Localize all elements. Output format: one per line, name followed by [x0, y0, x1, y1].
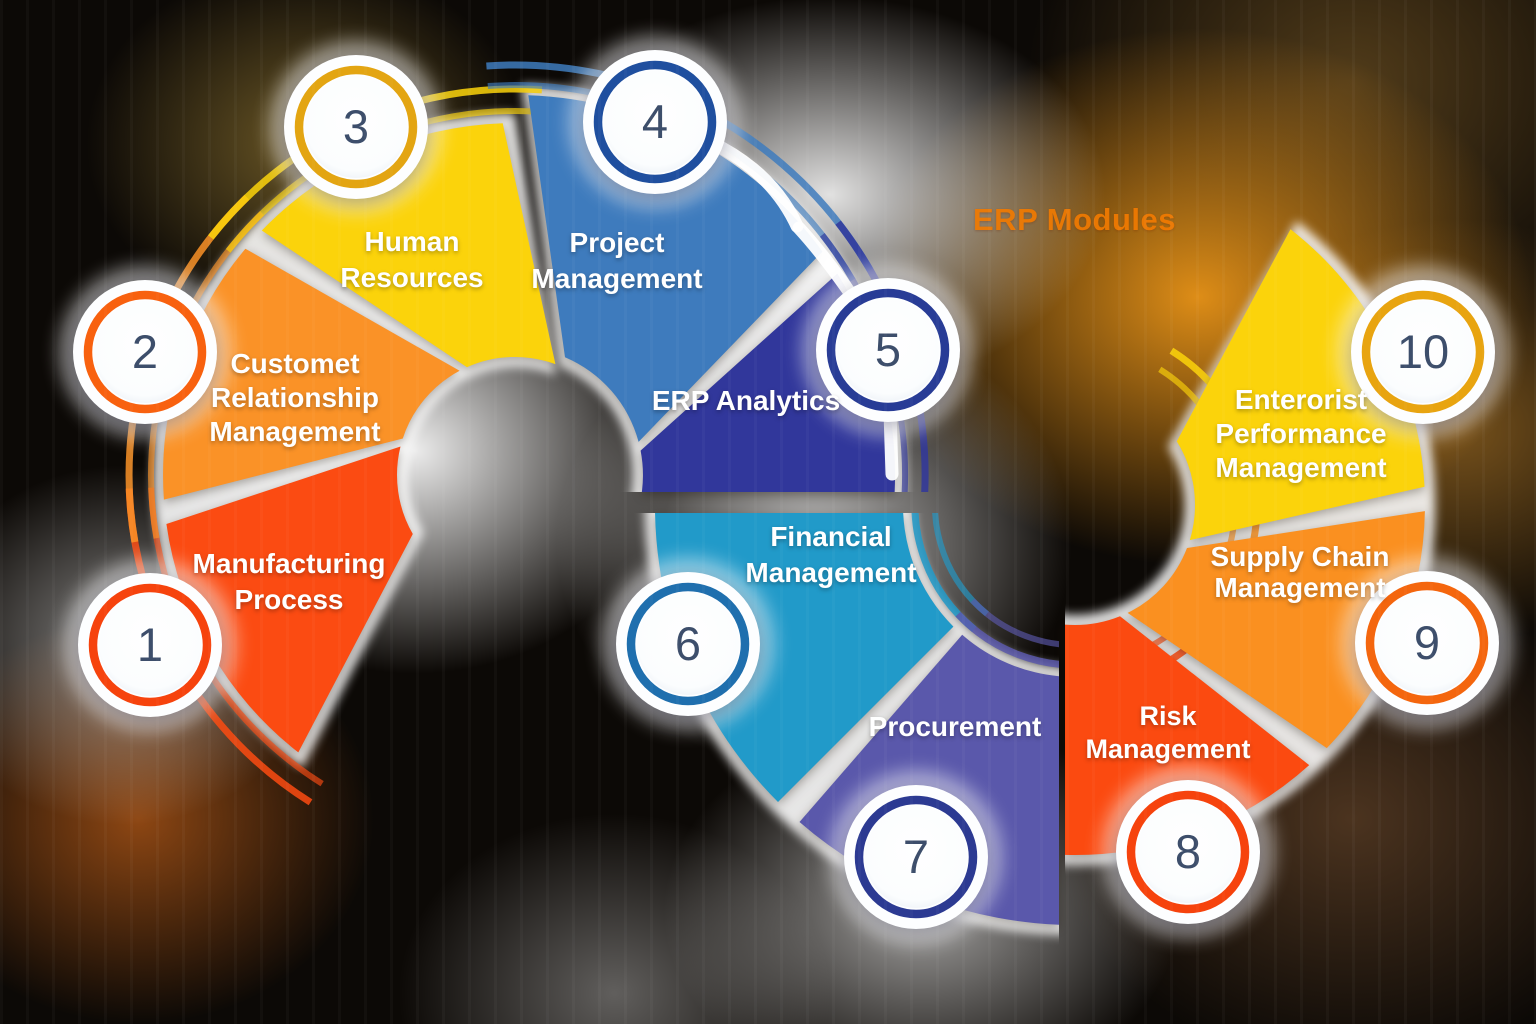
badge-number-8: 8	[1175, 825, 1201, 878]
badge-ring-8	[1126, 790, 1250, 914]
segment-badge-4: 4	[569, 36, 741, 208]
segment-badge-1: 1	[64, 559, 236, 731]
badge-ring-1	[88, 583, 212, 707]
badge-ring-4	[593, 60, 717, 184]
badge-ring-9	[1365, 581, 1489, 705]
badge-number-3: 3	[343, 100, 369, 153]
segment-badge-2: 2	[59, 266, 231, 438]
diagram-title: ERP Modules	[973, 202, 1177, 237]
segment-badge-10: 10	[1337, 266, 1509, 438]
badge-ring-5	[826, 288, 950, 412]
badge-ring-2	[83, 290, 207, 414]
decor-arc-7	[955, 598, 1059, 668]
badge-ring-6	[626, 582, 750, 706]
badge-number-1: 1	[137, 618, 163, 671]
segment-badge-3: 3	[270, 41, 442, 213]
segment-wedge-2	[163, 248, 460, 500]
badge-number-6: 6	[675, 617, 701, 670]
segment-badge-9: 9	[1341, 557, 1513, 729]
badge-number-4: 4	[642, 95, 668, 148]
segment-label-5: ERP Analytics	[652, 385, 840, 416]
segment-badge-5: 5	[802, 264, 974, 436]
badge-number-7: 7	[903, 830, 929, 883]
badge-number-5: 5	[875, 323, 901, 376]
badge-ring-10	[1361, 290, 1485, 414]
badge-number-10: 10	[1397, 325, 1449, 378]
segment-label-7: Procurement	[869, 711, 1042, 742]
badge-ring-3	[294, 65, 418, 189]
badge-number-2: 2	[132, 325, 158, 378]
badge-ring-7	[854, 795, 978, 919]
segment-badge-7: 7	[830, 771, 1002, 943]
segment-badge-8: 8	[1102, 766, 1274, 938]
segment-wedge-9	[1127, 511, 1425, 749]
badge-number-9: 9	[1414, 616, 1440, 669]
segment-badge-6: 6	[602, 558, 774, 730]
